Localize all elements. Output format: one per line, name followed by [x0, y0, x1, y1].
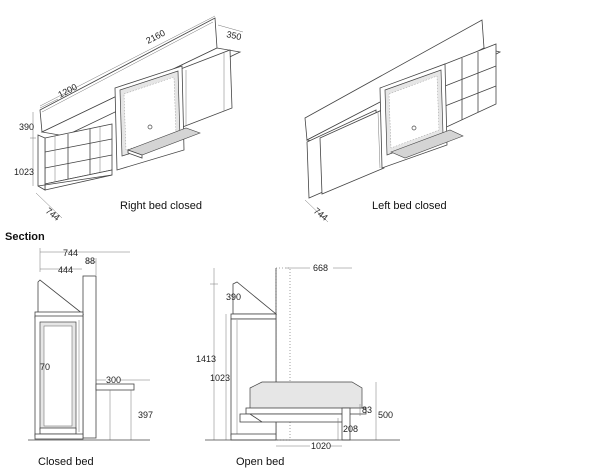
dim-744-a: 744	[44, 206, 62, 223]
caption-closed-bed: Closed bed	[38, 456, 94, 468]
dim-744-b: 744	[312, 206, 330, 223]
caption-right-bed-closed: Right bed closed	[120, 200, 202, 212]
dim-1200: 1200	[56, 82, 78, 100]
dim-350: 350	[226, 29, 243, 42]
dim-390-b: 390	[226, 292, 241, 302]
view-right-bed-closed: 2160 350 1200 390 1023 744 Right bed clo…	[14, 15, 244, 223]
dim-744-c: 744	[63, 248, 78, 258]
dim-1020: 1020	[311, 441, 331, 451]
dim-88: 88	[85, 256, 95, 266]
section-open-bed: 668 83 500 208 390 1413 1023	[196, 263, 400, 468]
dim-444: 444	[58, 265, 73, 275]
section-closed-bed: 744 88 444 300 397 70 Closed bed	[28, 248, 153, 468]
caption-open-bed: Open bed	[236, 456, 284, 468]
caption-left-bed-closed: Left bed closed	[372, 200, 447, 212]
dim-83: 83	[362, 405, 372, 415]
view-left-bed-closed: 744 Left bed closed	[304, 19, 502, 223]
dim-500: 500	[378, 410, 393, 420]
dim-1023-b: 1023	[210, 373, 230, 383]
dim-668: 668	[313, 263, 328, 273]
dim-208: 208	[343, 424, 358, 434]
dim-300: 300	[106, 375, 121, 385]
dim-70: 70	[40, 362, 50, 372]
dim-397: 397	[138, 410, 153, 420]
dim-1413: 1413	[196, 354, 216, 364]
dim-390: 390	[19, 122, 34, 132]
section-heading: Section	[5, 231, 45, 243]
dim-1023: 1023	[14, 167, 34, 177]
dim-2160: 2160	[144, 28, 166, 46]
